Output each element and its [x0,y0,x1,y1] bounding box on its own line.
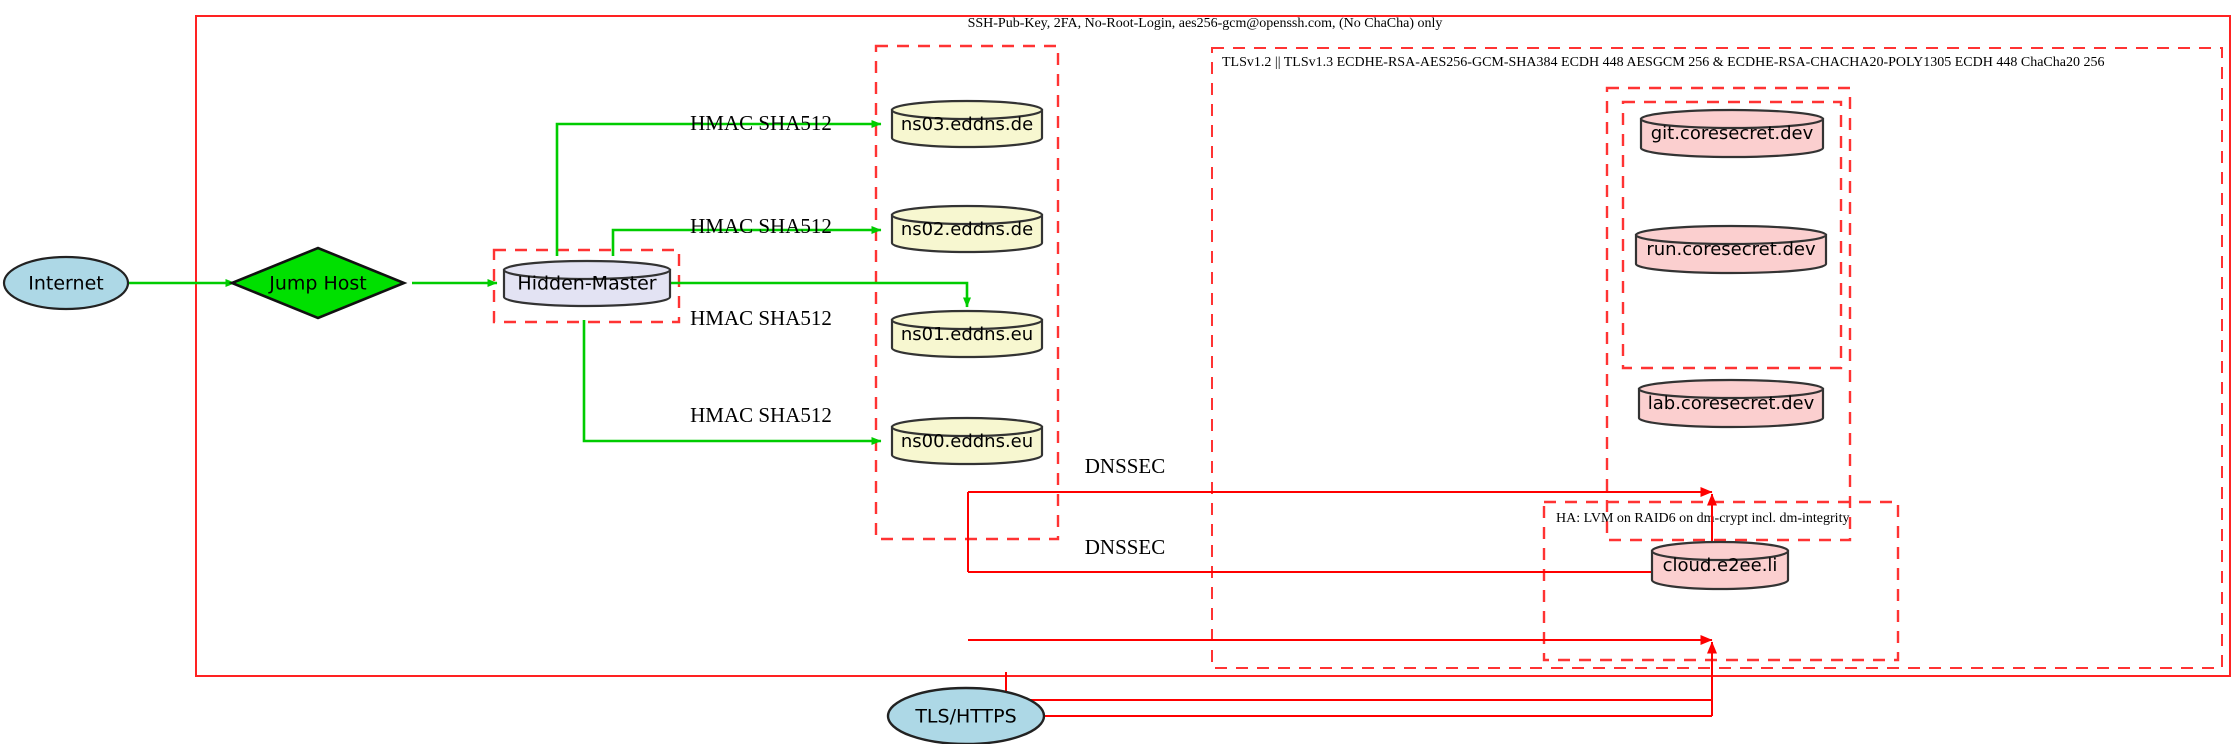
node-ns00[interactable]: ns00.eddns.eu [890,416,1044,466]
node-internet[interactable]: Internet [2,255,130,311]
edge-label-dnssec-upper: DNSSEC [1085,454,1166,478]
node-ns00-label: ns00.eddns.eu [901,431,1033,452]
node-run-coresecret-label: run.coresecret.dev [1646,239,1816,260]
node-ns01-label: ns01.eddns.eu [901,324,1033,345]
edge-label-hmac-ns00: HMAC SHA512 [690,403,832,427]
cluster-ssh-outer-label: SSH-Pub-Key, 2FA, No-Root-Login, aes256-… [968,16,1443,31]
edge-label-dnssec-lower: DNSSEC [1085,535,1166,559]
node-git-coresecret-label: git.coresecret.dev [1651,123,1814,144]
node-ns03[interactable]: ns03.eddns.de [890,99,1044,149]
edge-hiddenmaster-to-ns03 [555,120,882,256]
node-jump-host[interactable]: Jump Host [228,246,408,320]
edge-hiddenmaster-to-ns01 [668,281,971,308]
cluster-tls [1211,47,2223,669]
node-git-coresecret[interactable]: git.coresecret.dev [1639,108,1825,159]
node-ns03-label: ns03.eddns.de [901,114,1033,135]
cluster-tls-label: TLSv1.2 || TLSv1.3 ECDHE-RSA-AES256-GCM-… [1222,55,2104,70]
node-tls-https[interactable]: TLS/HTTPS [886,686,1046,744]
node-run-coresecret[interactable]: run.coresecret.dev [1634,224,1828,275]
cluster-ssh-outer [195,15,2231,677]
node-lab-coresecret-label: lab.coresecret.dev [1648,393,1815,414]
edge-label-hmac-ns03: HMAC SHA512 [690,111,832,135]
node-internet-label: Internet [28,273,103,295]
cluster-ha-label: HA: LVM on RAID6 on dm-crypt incl. dm-in… [1556,511,1849,526]
node-lab-coresecret[interactable]: lab.coresecret.dev [1637,378,1825,429]
cluster-ha [1542,500,1900,662]
node-ns02-label: ns02.eddns.de [901,219,1033,240]
edge-label-hmac-ns01: HMAC SHA512 [690,306,832,330]
node-ns02[interactable]: ns02.eddns.de [890,204,1044,254]
node-ns01[interactable]: ns01.eddns.eu [890,309,1044,359]
cluster-git-run [1621,100,1843,370]
node-hidden-master[interactable]: Hidden-Master [502,259,672,308]
node-hidden-master-label: Hidden-Master [517,273,656,295]
edge-hiddenmaster-to-ns00 [582,320,882,445]
node-tls-https-label: TLS/HTTPS [914,706,1016,728]
node-cloud-e2ee-label: cloud.e2ee.li [1663,555,1778,576]
edge-hiddenmaster-to-ns02 [611,226,882,256]
node-jump-host-label: Jump Host [268,273,367,295]
cluster-hidden-master [492,248,681,324]
cluster-coresecret [1605,86,1852,542]
edge-label-hmac-ns02: HMAC SHA512 [690,214,832,238]
node-cloud-e2ee[interactable]: cloud.e2ee.li [1650,540,1790,591]
